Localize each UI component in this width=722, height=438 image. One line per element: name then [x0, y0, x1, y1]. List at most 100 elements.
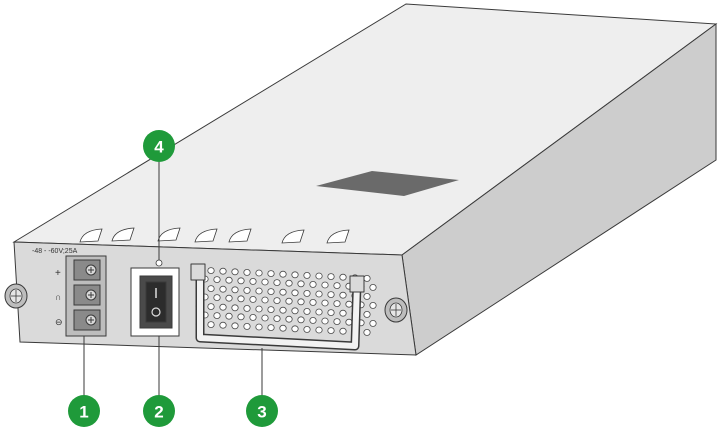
vent-hole	[249, 295, 257, 303]
vent-hole	[363, 292, 371, 300]
terminal-block	[65, 255, 107, 337]
vent-hole	[327, 291, 335, 299]
vent-hole	[297, 280, 305, 288]
vent-hole	[243, 322, 251, 330]
vent-hole	[339, 327, 347, 335]
vent-hole	[267, 324, 275, 332]
vent-hole	[219, 285, 227, 293]
power-switch	[130, 267, 180, 337]
vent-hole	[219, 267, 227, 275]
callout-2: 2	[143, 395, 175, 427]
vent-hole	[255, 287, 263, 295]
top-label-plate	[316, 171, 459, 196]
svg-text:2: 2	[154, 403, 163, 422]
vent-hole	[207, 321, 215, 329]
vent-hole	[261, 278, 269, 286]
vent-hole	[369, 283, 377, 291]
panel-rating-text: -48 - -60V;25A	[32, 248, 78, 255]
vent-hole	[249, 277, 257, 285]
leader-lines	[83, 162, 263, 396]
vent-hole	[327, 273, 335, 281]
right-captive-screw	[384, 297, 408, 323]
vent-hole	[207, 303, 215, 311]
vent-hole	[273, 297, 281, 305]
vent-hole	[243, 286, 251, 294]
vent-hole	[255, 269, 263, 277]
vent-hole	[321, 281, 329, 289]
vent-hole	[327, 309, 335, 317]
vent-hole	[363, 274, 371, 282]
vent-hole	[339, 273, 347, 281]
vent-hole	[267, 306, 275, 314]
vent-hole	[321, 317, 329, 325]
vent-hole	[231, 322, 239, 330]
vent-hole	[213, 312, 221, 320]
vent-hole	[243, 304, 251, 312]
polarity-symbol-ground: ⊖	[55, 317, 63, 327]
vent-hole	[261, 296, 269, 304]
callout-1: 1	[68, 395, 100, 427]
vent-hole	[225, 276, 233, 284]
vent-hole	[207, 285, 215, 293]
vent-hole	[291, 271, 299, 279]
vent-hole	[249, 313, 257, 321]
vent-hole	[363, 328, 371, 336]
vent-hole	[303, 325, 311, 333]
svg-text:3: 3	[257, 403, 266, 422]
vent-hole	[333, 318, 341, 326]
vent-hole	[291, 289, 299, 297]
svg-text:1: 1	[79, 403, 88, 422]
vent-hole	[237, 313, 245, 321]
status-led	[155, 259, 163, 267]
vent-hole	[291, 325, 299, 333]
vent-hole	[303, 271, 311, 279]
vent-hole	[207, 267, 215, 275]
vent-hole	[225, 294, 233, 302]
vent-hole	[309, 316, 317, 324]
callout-4: 4	[143, 130, 175, 162]
vent-hole	[327, 327, 335, 335]
polarity-symbol-return: ∩	[55, 292, 61, 302]
vent-hole	[369, 301, 377, 309]
vent-hole	[309, 298, 317, 306]
vent-hole	[345, 300, 353, 308]
vent-hole	[273, 315, 281, 323]
left-captive-screw	[4, 283, 28, 309]
vent-hole	[339, 309, 347, 317]
vent-hole	[261, 314, 269, 322]
vent-hole	[297, 316, 305, 324]
vent-hole	[291, 307, 299, 315]
vent-hole	[363, 310, 371, 318]
vent-hole	[237, 295, 245, 303]
vent-hole	[309, 280, 317, 288]
vent-hole	[369, 319, 377, 327]
vent-hole	[333, 282, 341, 290]
vent-hole	[285, 279, 293, 287]
vent-hole	[231, 304, 239, 312]
vent-hole	[321, 299, 329, 307]
vent-hole	[339, 291, 347, 299]
vent-hole	[255, 323, 263, 331]
vent-hole	[297, 298, 305, 306]
callout-3: 3	[246, 395, 278, 427]
vent-hole	[267, 270, 275, 278]
vent-hole	[303, 307, 311, 315]
vent-hole	[255, 305, 263, 313]
vent-hole	[213, 294, 221, 302]
vent-holes	[195, 266, 377, 336]
vent-hole	[279, 288, 287, 296]
vent-hole	[231, 286, 239, 294]
vent-hole	[333, 300, 341, 308]
vent-hole	[303, 289, 311, 297]
vent-hole	[285, 315, 293, 323]
vent-hole	[225, 312, 233, 320]
vent-hole	[279, 270, 287, 278]
vent-hole	[213, 276, 221, 284]
vent-hole	[267, 288, 275, 296]
vent-louvers	[79, 227, 350, 244]
vent-hole	[315, 290, 323, 298]
vent-hole	[315, 308, 323, 316]
vent-hole	[219, 321, 227, 329]
handle	[190, 263, 365, 351]
